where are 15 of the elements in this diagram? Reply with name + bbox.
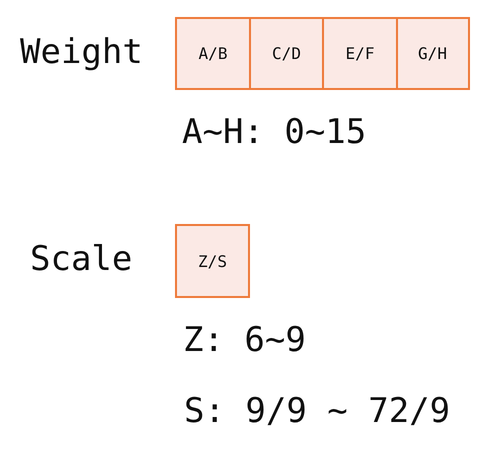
cell-box	[322, 17, 398, 90]
row-heading: Weight	[20, 32, 143, 72]
range-note: S: 9/9 ~ 72/9	[184, 391, 450, 431]
row-heading: Scale	[30, 239, 132, 279]
cell-label: G/H	[418, 44, 447, 63]
range-note: Z: 6~9	[183, 320, 306, 360]
range-note: A~H: 0~15	[182, 112, 366, 152]
cell-box	[248, 17, 324, 90]
cell-box	[396, 17, 470, 90]
cell-box	[175, 224, 250, 298]
cell-label: C/D	[272, 44, 301, 63]
cell-label: Z/S	[198, 252, 227, 270]
cell-label: A/B	[198, 44, 228, 63]
cell-box	[175, 17, 251, 90]
cell-label: E/F	[346, 44, 374, 63]
